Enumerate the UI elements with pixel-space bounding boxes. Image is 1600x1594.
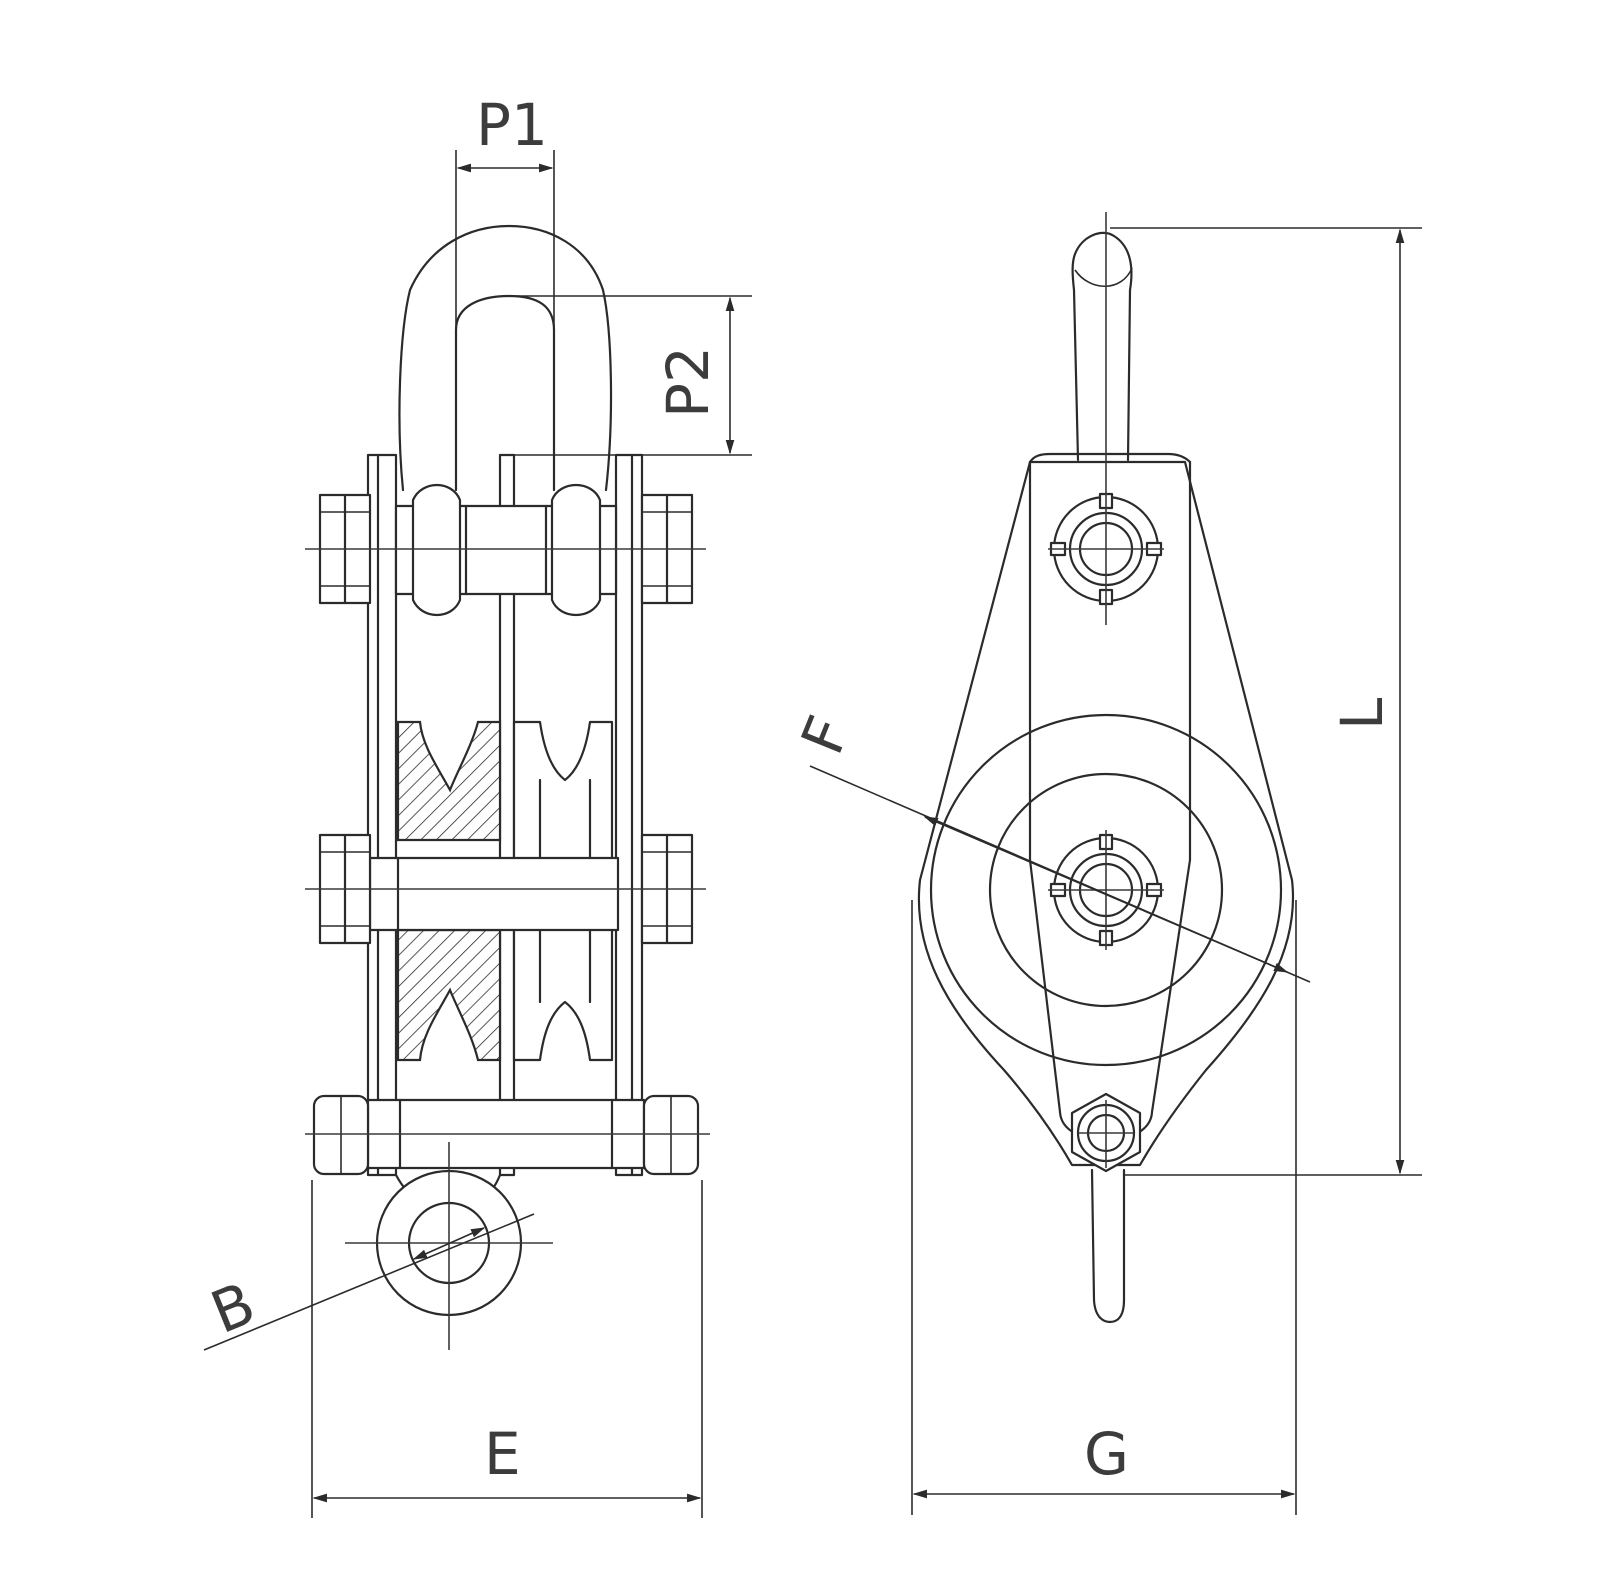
dimension-g: G xyxy=(911,900,1297,1515)
dimension-p2: P2 xyxy=(509,295,752,456)
dimension-e: E xyxy=(311,1180,703,1518)
label-g: G xyxy=(1084,1420,1129,1488)
label-e: E xyxy=(484,1420,521,1488)
centre-axle xyxy=(368,856,620,932)
label-p2: P2 xyxy=(654,346,722,418)
side-plates xyxy=(366,453,644,1177)
shackle xyxy=(398,224,613,492)
label-b: B xyxy=(202,1269,264,1347)
dimension-p1: P1 xyxy=(455,91,555,330)
bottom-pin xyxy=(312,1094,700,1176)
sheave-section-hatched xyxy=(396,720,502,1062)
side-view: P1 P2 B E xyxy=(202,91,752,1518)
label-l: L xyxy=(1328,698,1396,730)
top-rod xyxy=(1071,231,1133,462)
dimension-l: L xyxy=(1110,227,1422,1176)
bottom-rod xyxy=(1090,1168,1126,1324)
label-f: F xyxy=(788,707,864,763)
front-view: F G L xyxy=(788,212,1422,1515)
top-pin xyxy=(394,484,618,616)
label-p1: P1 xyxy=(476,91,548,159)
